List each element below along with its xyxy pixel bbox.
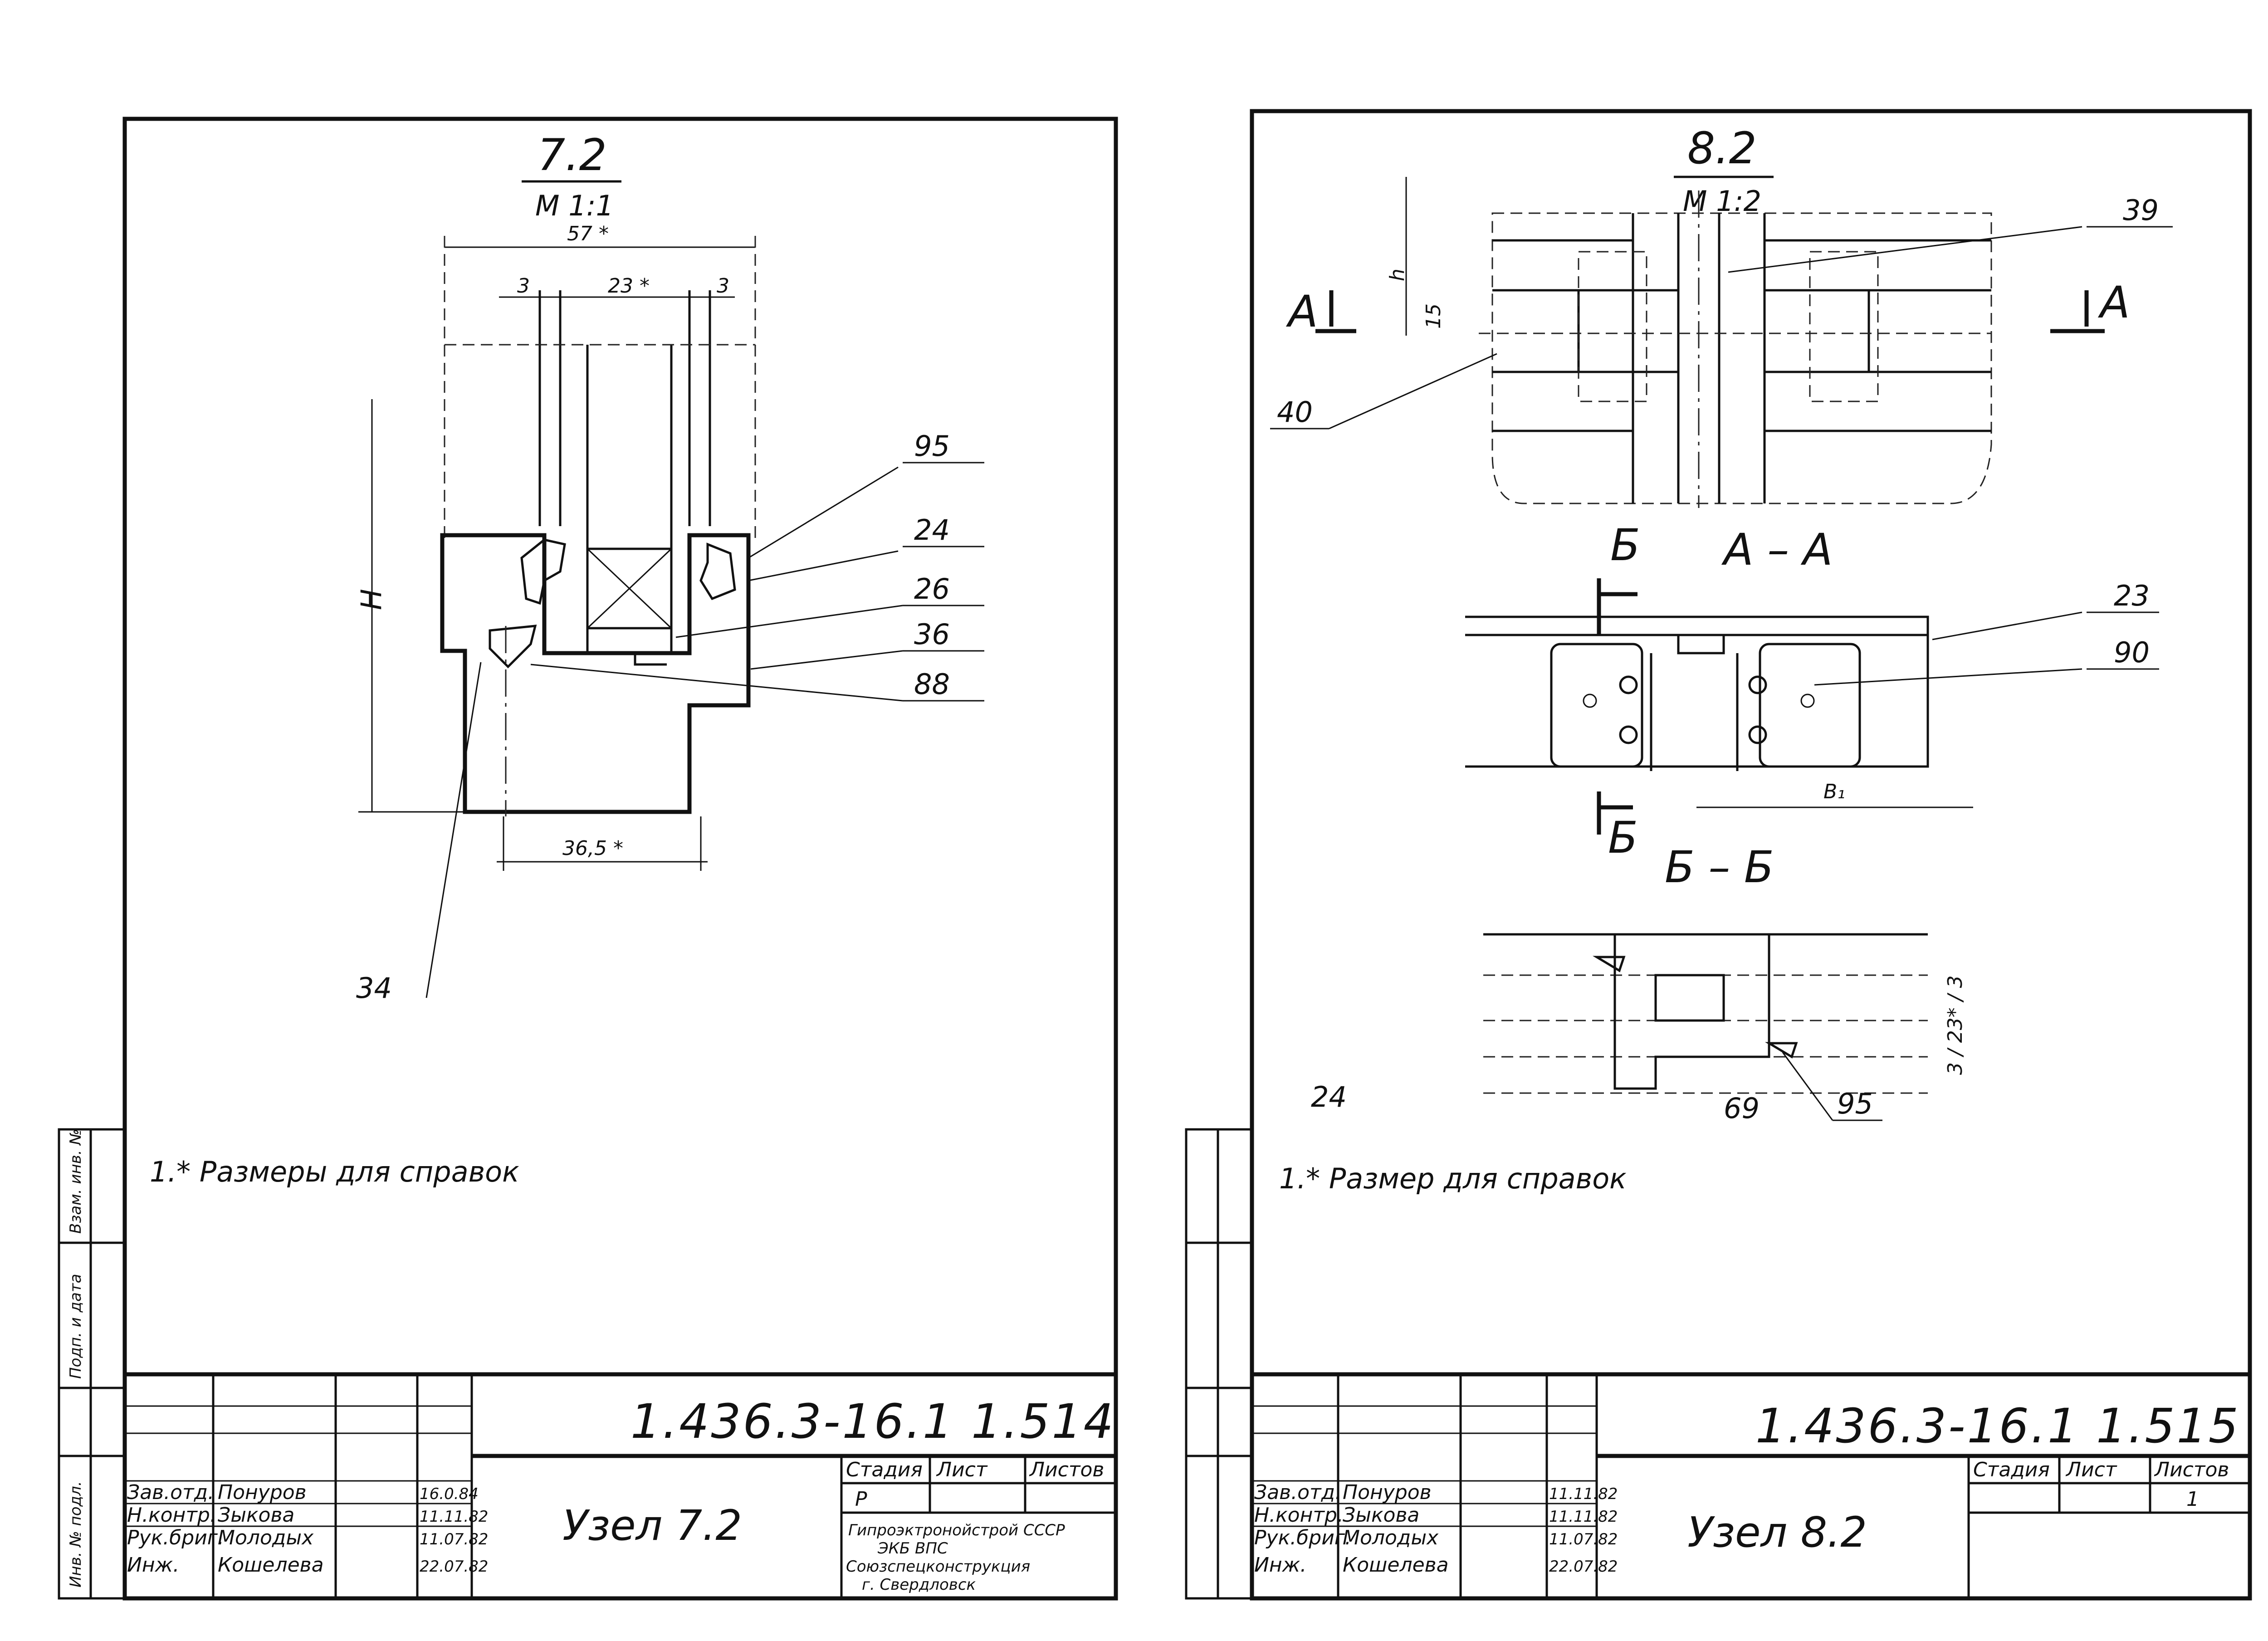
dim-height-H: Н (355, 589, 388, 610)
svg-text:Зав.отд.: Зав.отд. (1254, 1481, 1341, 1504)
svg-text:Зав.отд.: Зав.отд. (127, 1481, 214, 1504)
stamp-replace-inv: Взам. инв. № (67, 1129, 85, 1234)
detail-title-7-2: 7.2 (538, 130, 607, 181)
stage-header: Стадия (846, 1458, 923, 1481)
svg-text:11.11.82: 11.11.82 (1549, 1508, 1618, 1526)
svg-text:Рук.бриг.: Рук.бриг. (1254, 1526, 1351, 1549)
node-name-8-2: Узел 8.2 (1687, 1508, 1867, 1557)
drawing-code-1515: 1.436.3-16.1 1.515 (1755, 1398, 2240, 1454)
note-reference-dim: 1.* Размер для справок (1279, 1162, 1627, 1195)
svg-text:Инж.: Инж. (1254, 1553, 1306, 1577)
section-a-a-view (1465, 615, 1929, 771)
callout-39: 39 (2123, 194, 2159, 227)
svg-text:11.11.82: 11.11.82 (420, 1508, 488, 1526)
svg-text:11.11.82: 11.11.82 (1549, 1485, 1618, 1503)
signature-row: Зав.отд. Понуров 16.0.84 (127, 1481, 479, 1504)
note-reference-dims: 1.* Размеры для справок (150, 1155, 519, 1188)
callout-90: 90 (2114, 636, 2150, 669)
frame-profile (440, 533, 751, 816)
svg-text:Инж.: Инж. (127, 1553, 179, 1577)
sheet-count-value: 1 (2186, 1488, 2199, 1511)
svg-text:Зыкова: Зыкова (218, 1504, 294, 1527)
sheet-header: Лист (936, 1458, 988, 1481)
sheets-header: Листов (1029, 1458, 1104, 1481)
svg-text:11.07.82: 11.07.82 (1549, 1530, 1618, 1548)
left-sheet: Взам. инв. № Подп. и дата Инв. № подл. 7… (58, 117, 1118, 1601)
stage-header: Стадия (1973, 1458, 2050, 1481)
stamp-inv-orig: Инв. № подл. (67, 1481, 85, 1587)
org-line-2: ЭКБ ВПС (877, 1539, 948, 1558)
sheets-header: Листов (2154, 1458, 2229, 1481)
callout-36: 36 (914, 618, 950, 651)
dim-right-gap: 3 (717, 274, 729, 298)
scale-label: М 1:2 (1683, 185, 1761, 218)
callout-24-right: 24 (1311, 1080, 1347, 1114)
detail-title-8-2: 8.2 (1687, 123, 1757, 174)
svg-text:22.07.82: 22.07.82 (1549, 1558, 1618, 1576)
stamp-sign-date: Подп. и дата (67, 1274, 85, 1379)
node-name-7-2: Узел 7.2 (562, 1501, 742, 1550)
svg-text:16.0.84: 16.0.84 (420, 1485, 479, 1503)
svg-text:Кошелева: Кошелева (218, 1553, 324, 1577)
section-mark-B-top: Б (1610, 520, 1640, 571)
org-line-3: Союзспецконструкция (846, 1558, 1030, 1576)
drawing-code-1514: 1.436.3-16.1 1.514 (631, 1394, 1115, 1449)
dim-left-gap: 3 (517, 274, 530, 298)
section-mark-B-bottom: Б (1608, 812, 1638, 863)
right-sheet: 8.2 М 1:2 А А (1185, 109, 2252, 1601)
section-mark-A-left: А (1286, 286, 1318, 337)
callout-69: 69 (1724, 1092, 1760, 1125)
callout-24-left: 24 (914, 513, 950, 547)
dim-glass: 23 * (608, 274, 650, 298)
svg-text:Понуров: Понуров (1343, 1481, 1432, 1504)
right-frame (1250, 109, 2252, 1601)
glass-unit-section (444, 236, 756, 653)
section-mark-A-right: А (2097, 277, 2130, 328)
scale-label: М 1:1 (535, 189, 614, 222)
stage-value: Р (855, 1488, 867, 1511)
right-title-block: 1.436.3-16.1 1.515 Узел 8.2 Стадия Лист … (1252, 1372, 2250, 1598)
dim-b1: В₁ (1823, 780, 1845, 803)
left-title-block: 1.436.3-16.1 1.514 Узел 7.2 Стадия Лист … (125, 1372, 1116, 1598)
signature-row: Инж. Кошелева 22.07.82 (127, 1553, 488, 1577)
callout-26: 26 (914, 572, 950, 606)
callout-95-left: 95 (914, 430, 950, 463)
dim-overall: 57 * (567, 222, 609, 245)
signature-row: Н.контр. Зыкова 11.11.82 (127, 1504, 488, 1527)
org-line-4: г. Свердловск (862, 1576, 976, 1594)
signature-row: Н.контр. Зыкова 11.11.82 (1254, 1504, 1618, 1527)
svg-text:Молодых: Молодых (218, 1526, 314, 1549)
svg-text:Рук.бриг.: Рук.бриг. (127, 1526, 224, 1549)
dim-bottom: 36,5 * (562, 837, 623, 860)
callout-88: 88 (914, 668, 950, 701)
svg-text:Н.контр.: Н.контр. (1254, 1504, 1344, 1527)
dim-h: h (1386, 269, 1409, 281)
signature-row: Зав.отд. Понуров 11.11.82 (1254, 1481, 1618, 1504)
org-line-1: Гипроэктронойстрой СССР (848, 1521, 1065, 1539)
callout-23: 23 (2114, 579, 2150, 612)
signature-row: Рук.бриг. Молодых 11.07.82 (127, 1526, 488, 1549)
section-b-b-view (1483, 933, 1928, 1094)
signature-row: Инж. Кошелева 22.07.82 (1254, 1553, 1618, 1577)
svg-text:11.07.82: 11.07.82 (420, 1530, 488, 1548)
section-title-B-B: Б – Б (1665, 842, 1774, 893)
section-title-A-A: А – А (1721, 524, 1833, 575)
plan-view (1479, 190, 1992, 508)
callout-34: 34 (356, 972, 392, 1005)
callout-40: 40 (1277, 396, 1313, 429)
dim-15: 15 (1422, 303, 1445, 329)
svg-text:Кошелева: Кошелева (1343, 1553, 1449, 1577)
svg-text:22.07.82: 22.07.82 (420, 1558, 488, 1576)
signature-row: Рук.бриг. Молодых 11.07.82 (1254, 1526, 1618, 1549)
callout-95-right: 95 (1837, 1087, 1873, 1120)
sheet-header: Лист (2065, 1458, 2117, 1481)
svg-text:Зыкова: Зыкова (1343, 1504, 1419, 1527)
left-frame (122, 117, 1118, 1601)
svg-text:Понуров: Понуров (218, 1481, 307, 1504)
svg-text:Молодых: Молодых (1343, 1526, 1439, 1549)
svg-text:Н.контр.: Н.контр. (127, 1504, 216, 1527)
dim-side-stack: 3 / 23* / 3 (1944, 975, 1967, 1075)
